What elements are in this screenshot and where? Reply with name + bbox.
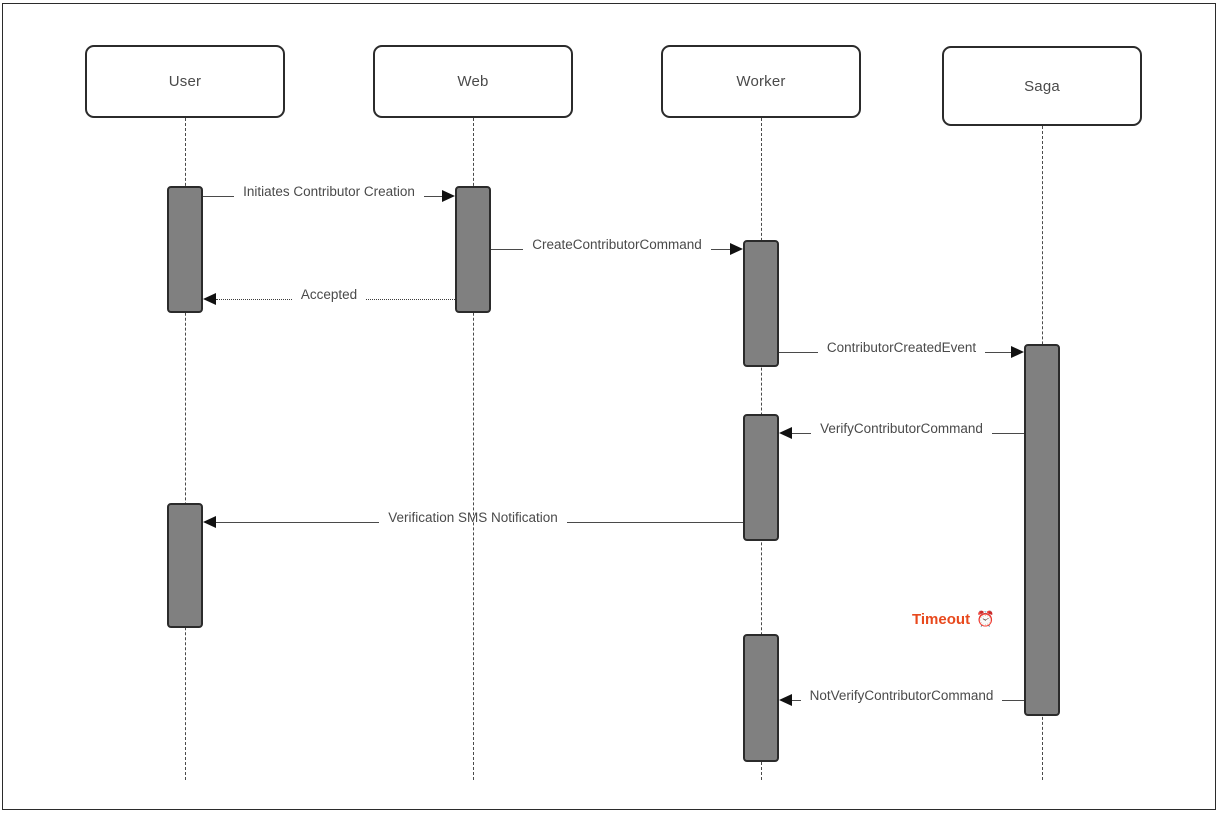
lifeline-web <box>473 118 474 780</box>
note-timeout-note: Timeout ⏰ <box>912 610 995 629</box>
message-arrowhead <box>203 516 216 528</box>
message-line-left <box>792 433 812 434</box>
message-line-left <box>203 196 235 197</box>
lifeline-user <box>185 118 186 780</box>
message-arrowhead <box>730 243 743 255</box>
activation-bar-user-act-1 <box>167 186 203 313</box>
message-line-right <box>1002 700 1024 701</box>
message-line-right <box>985 352 1011 353</box>
message-arrowhead <box>779 694 792 706</box>
participant-web[interactable]: Web <box>373 45 573 118</box>
message-line-right <box>710 249 730 250</box>
participant-user[interactable]: User <box>85 45 285 118</box>
message-arrowhead <box>1011 346 1024 358</box>
diagram-frame <box>2 3 1216 810</box>
activation-bar-web-act-1 <box>455 186 491 313</box>
note-label: Timeout <box>912 610 971 628</box>
activation-bar-saga-act-1 <box>1024 344 1060 716</box>
alarm-clock-icon: ⏰ <box>976 611 995 628</box>
message-line-left <box>216 522 380 523</box>
message-line-left <box>792 700 801 701</box>
message-arrowhead <box>779 427 792 439</box>
message-label: ContributorCreatedEvent <box>826 340 977 355</box>
message-line-left <box>216 299 292 300</box>
message-label: Verification SMS Notification <box>388 510 558 525</box>
message-label: NotVerifyContributorCommand <box>809 688 994 703</box>
participant-label: User <box>168 73 202 90</box>
activation-bar-worker-act-2 <box>743 414 779 541</box>
participant-label: Worker <box>736 73 786 90</box>
message-label: Initiates Contributor Creation <box>243 184 415 199</box>
participant-worker[interactable]: Worker <box>661 45 861 118</box>
participant-label: Web <box>457 73 489 90</box>
message-line-left <box>491 249 524 250</box>
participant-label: Saga <box>1024 77 1060 95</box>
message-line-right <box>566 522 743 523</box>
message-line-left <box>779 352 818 353</box>
message-arrowhead <box>442 190 455 202</box>
message-arrowhead <box>203 293 216 305</box>
activation-bar-worker-act-1 <box>743 240 779 367</box>
message-line-right <box>991 433 1024 434</box>
activation-bar-user-act-2 <box>167 503 203 628</box>
message-line-right <box>366 299 455 300</box>
activation-bar-worker-act-3 <box>743 634 779 762</box>
message-label: CreateContributorCommand <box>532 237 702 252</box>
message-label: Accepted <box>300 287 358 302</box>
message-line-right <box>423 196 442 197</box>
message-label: VerifyContributorCommand <box>820 421 983 436</box>
participant-saga[interactable]: Saga <box>942 46 1142 126</box>
